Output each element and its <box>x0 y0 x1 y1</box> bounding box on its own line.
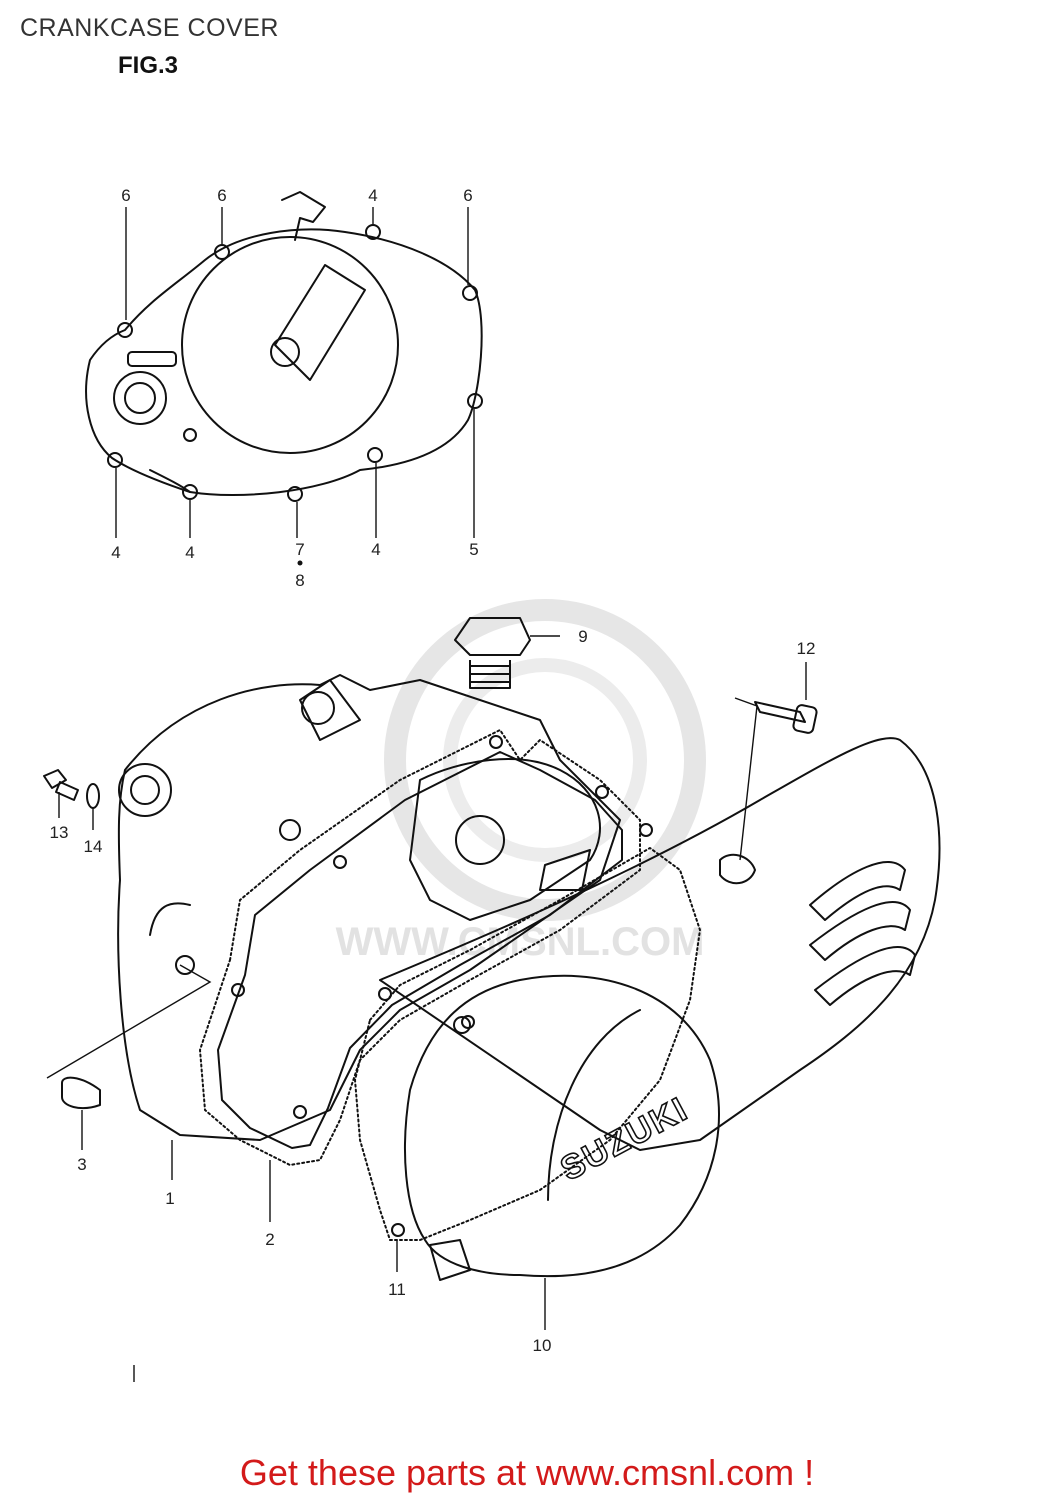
callout-13: 13 <box>50 823 69 842</box>
crankcase-rear <box>409 758 601 921</box>
parts-link[interactable]: Get these parts at www.cmsnl.com ! <box>239 1452 815 1493</box>
callout-7: 7 <box>295 540 304 559</box>
callout-11: 11 <box>388 1280 406 1299</box>
callout-6: 6 <box>217 186 226 205</box>
crankcase-cover-exploded-diagram: WWW.CMSNL.COM <box>43 186 941 1382</box>
callout-12: 12 <box>797 639 816 658</box>
cover-inner-view <box>85 191 483 502</box>
side-cover-long <box>379 737 941 1151</box>
callout-9: 9 <box>578 627 587 646</box>
watermark: WWW.CMSNL.COM <box>336 599 706 964</box>
callout-5: 5 <box>469 540 478 559</box>
callout-6: 6 <box>121 186 130 205</box>
cover-screw-12 <box>754 701 818 734</box>
clutch-cover <box>404 974 720 1281</box>
crankcase-body <box>117 674 621 1141</box>
leader-lines <box>46 207 807 1382</box>
watermark-text: WWW.CMSNL.COM <box>336 920 705 964</box>
callout-4: 4 <box>371 540 380 559</box>
washer-14 <box>86 783 100 809</box>
callout-1: 1 <box>165 1189 174 1208</box>
dowel-pin-3 <box>61 1076 101 1109</box>
bolt-13 <box>43 769 79 801</box>
page-title: CRANKCASE COVER <box>20 14 279 42</box>
callout-2: 2 <box>265 1230 274 1249</box>
callout-14: 14 <box>84 837 103 856</box>
figure-number: FIG.3 <box>118 52 179 79</box>
callout-4: 4 <box>185 543 194 562</box>
suzuki-logo: SUZUKI <box>554 1090 694 1189</box>
callout-10: 10 <box>533 1336 552 1355</box>
callout-6: 6 <box>463 186 472 205</box>
callout-4: 4 <box>111 543 120 562</box>
callout-8: 8 <box>295 571 304 590</box>
callout-3: 3 <box>77 1155 86 1174</box>
oil-filler-cap <box>454 617 531 689</box>
callout-4: 4 <box>368 186 377 205</box>
gasket <box>199 729 653 1166</box>
separator-dot <box>297 560 303 566</box>
